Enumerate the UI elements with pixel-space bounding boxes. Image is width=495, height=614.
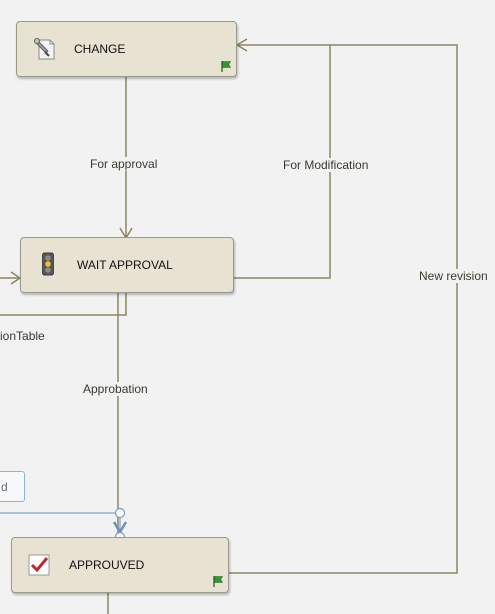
edge-new-revision[interactable] bbox=[229, 44, 458, 574]
offscreen-state-label: d bbox=[1, 480, 8, 494]
green-flag-icon bbox=[221, 61, 232, 72]
state-change[interactable]: CHANGE bbox=[16, 21, 237, 77]
edge-selected[interactable] bbox=[0, 512, 121, 533]
checkbox-check-icon bbox=[28, 554, 50, 576]
green-flag-icon bbox=[213, 576, 224, 587]
state-wait-approval[interactable]: WAIT APPROVAL bbox=[20, 237, 234, 293]
label-approbation: Approbation bbox=[82, 382, 149, 396]
state-approved[interactable]: APPROUVED bbox=[11, 537, 229, 593]
label-for-modification: For Modification bbox=[282, 158, 370, 172]
selection-handle-top[interactable] bbox=[114, 507, 126, 519]
state-change-label: CHANGE bbox=[74, 42, 126, 56]
label-for-approval: For approval bbox=[89, 157, 159, 171]
arrowhead-for-modification bbox=[235, 38, 248, 52]
label-new-revision: New revision bbox=[418, 269, 489, 283]
label-offscreen-table: ionTable bbox=[0, 329, 46, 343]
traffic-light-icon bbox=[42, 252, 54, 276]
state-wait-approval-label: WAIT APPROVAL bbox=[77, 258, 173, 272]
edge-to-table[interactable] bbox=[0, 293, 127, 316]
wrench-document-icon bbox=[34, 38, 55, 60]
offscreen-state-box[interactable]: d bbox=[0, 471, 25, 502]
state-approved-label: APPROUVED bbox=[69, 558, 145, 572]
